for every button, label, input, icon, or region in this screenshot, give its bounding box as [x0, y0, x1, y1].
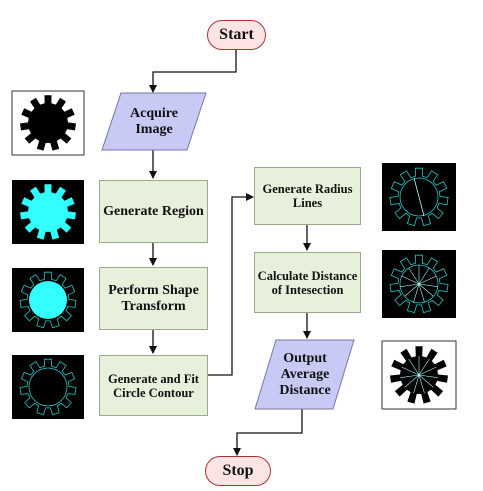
radius-line — [400, 283, 420, 287]
radius-line — [408, 267, 420, 285]
radius-line — [418, 275, 437, 285]
stop-label: Stop — [222, 462, 254, 480]
radius-line — [400, 374, 420, 378]
radius-line — [418, 358, 430, 376]
thumb-gear-black-with-radius-lines — [381, 340, 457, 410]
radius-line — [418, 283, 438, 287]
radius-line — [418, 374, 438, 378]
radius-line — [401, 366, 420, 376]
radius-line — [413, 283, 420, 303]
stop-terminal: Stop — [205, 456, 271, 486]
generate-radius-lines-node: Generate Radius Lines — [254, 167, 361, 225]
io-shape-acquire — [101, 92, 207, 151]
calculate-distance-label: Calculate Distance of Intesection — [257, 268, 358, 297]
radius-line — [404, 374, 420, 388]
radius-line — [418, 267, 430, 285]
radius-line — [418, 374, 434, 388]
generate-region-label: Generate Region — [103, 203, 204, 219]
connector-start-acquire — [149, 50, 237, 93]
output-average-distance-node: Output Average Distance — [266, 342, 344, 408]
radius-line — [418, 283, 434, 297]
acquire-image-node: Acquire Image — [115, 95, 193, 149]
radius-line — [418, 374, 425, 394]
radius-line — [404, 283, 420, 297]
perform-shape-transform-node: Perform Shape Transform — [99, 267, 208, 330]
perform-shape-transform-label: Perform Shape Transform — [108, 282, 199, 314]
generate-fit-circle-node: Generate and Fit Circle Contour — [99, 355, 208, 416]
calculate-distance-node: Calculate Distance of Intesection — [254, 252, 361, 313]
output-average-distance-label: Output Average Distance — [279, 351, 331, 398]
thumb-gear-contour-with-radius-lines — [382, 250, 456, 318]
connectors — [149, 50, 311, 456]
io-shape-output — [254, 339, 355, 410]
connector-fit-radius — [208, 193, 254, 376]
generate-fit-circle-label: Generate and Fit Circle Contour — [108, 371, 199, 400]
thumb-gear-contour-with-circle — [12, 355, 84, 419]
thumb-gear-region-cyan — [12, 180, 84, 244]
radius-line — [413, 374, 420, 394]
radius-line — [418, 366, 437, 376]
acquire-image-label: Acquire Image — [130, 106, 178, 137]
thumb-gear-black-on-white — [11, 90, 85, 156]
start-label: Start — [219, 26, 254, 44]
generate-radius-lines-label: Generate Radius Lines — [262, 182, 353, 210]
radius-line — [418, 283, 425, 303]
thumb-gear-contour-with-line — [382, 163, 456, 231]
connector-output-stop — [233, 409, 303, 456]
radius-line — [401, 275, 420, 285]
radius-line — [408, 358, 420, 376]
start-terminal: Start — [207, 20, 266, 50]
thumb-circle-region-cyan — [12, 268, 84, 332]
generate-region-node: Generate Region — [99, 180, 208, 243]
